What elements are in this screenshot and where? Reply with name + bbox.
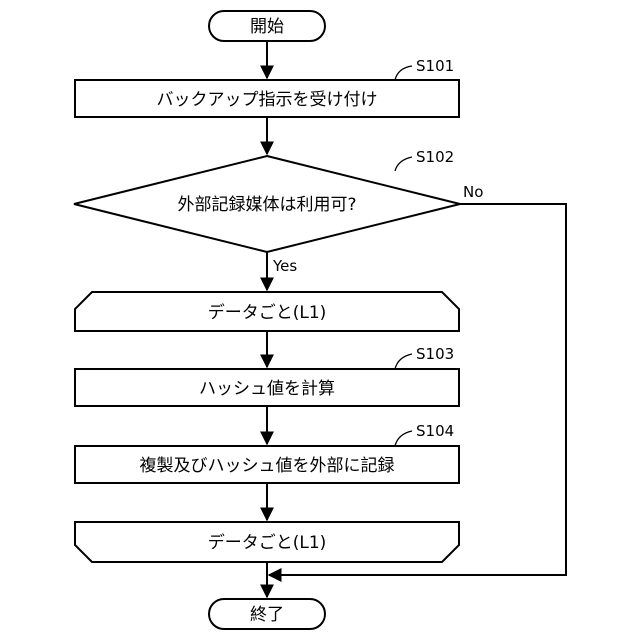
loop-end-label: データごと(L1) bbox=[208, 532, 327, 553]
process-s104-label: 複製及びハッシュ値を外部に記録 bbox=[140, 456, 395, 476]
s103-leader bbox=[395, 354, 412, 369]
s104-id: S104 bbox=[416, 422, 454, 440]
decision-s102-label: 外部記録媒体は利用可? bbox=[177, 195, 356, 215]
loop-start-label: データごと(L1) bbox=[208, 302, 327, 323]
s102-id: S102 bbox=[416, 148, 454, 166]
s101-leader bbox=[395, 66, 412, 80]
process-s101-label: バックアップ指示を受け付け bbox=[157, 90, 378, 110]
decision-no-label: No bbox=[463, 183, 483, 201]
s102-leader bbox=[395, 157, 412, 171]
decision-yes-label: Yes bbox=[272, 257, 297, 275]
s104-leader bbox=[395, 431, 412, 446]
s101-id: S101 bbox=[416, 57, 454, 75]
process-s103-label: ハッシュ値を計算 bbox=[199, 379, 335, 399]
start-label: 開始 bbox=[250, 17, 284, 37]
end-label: 終了 bbox=[250, 605, 284, 625]
s103-id: S103 bbox=[416, 345, 454, 363]
